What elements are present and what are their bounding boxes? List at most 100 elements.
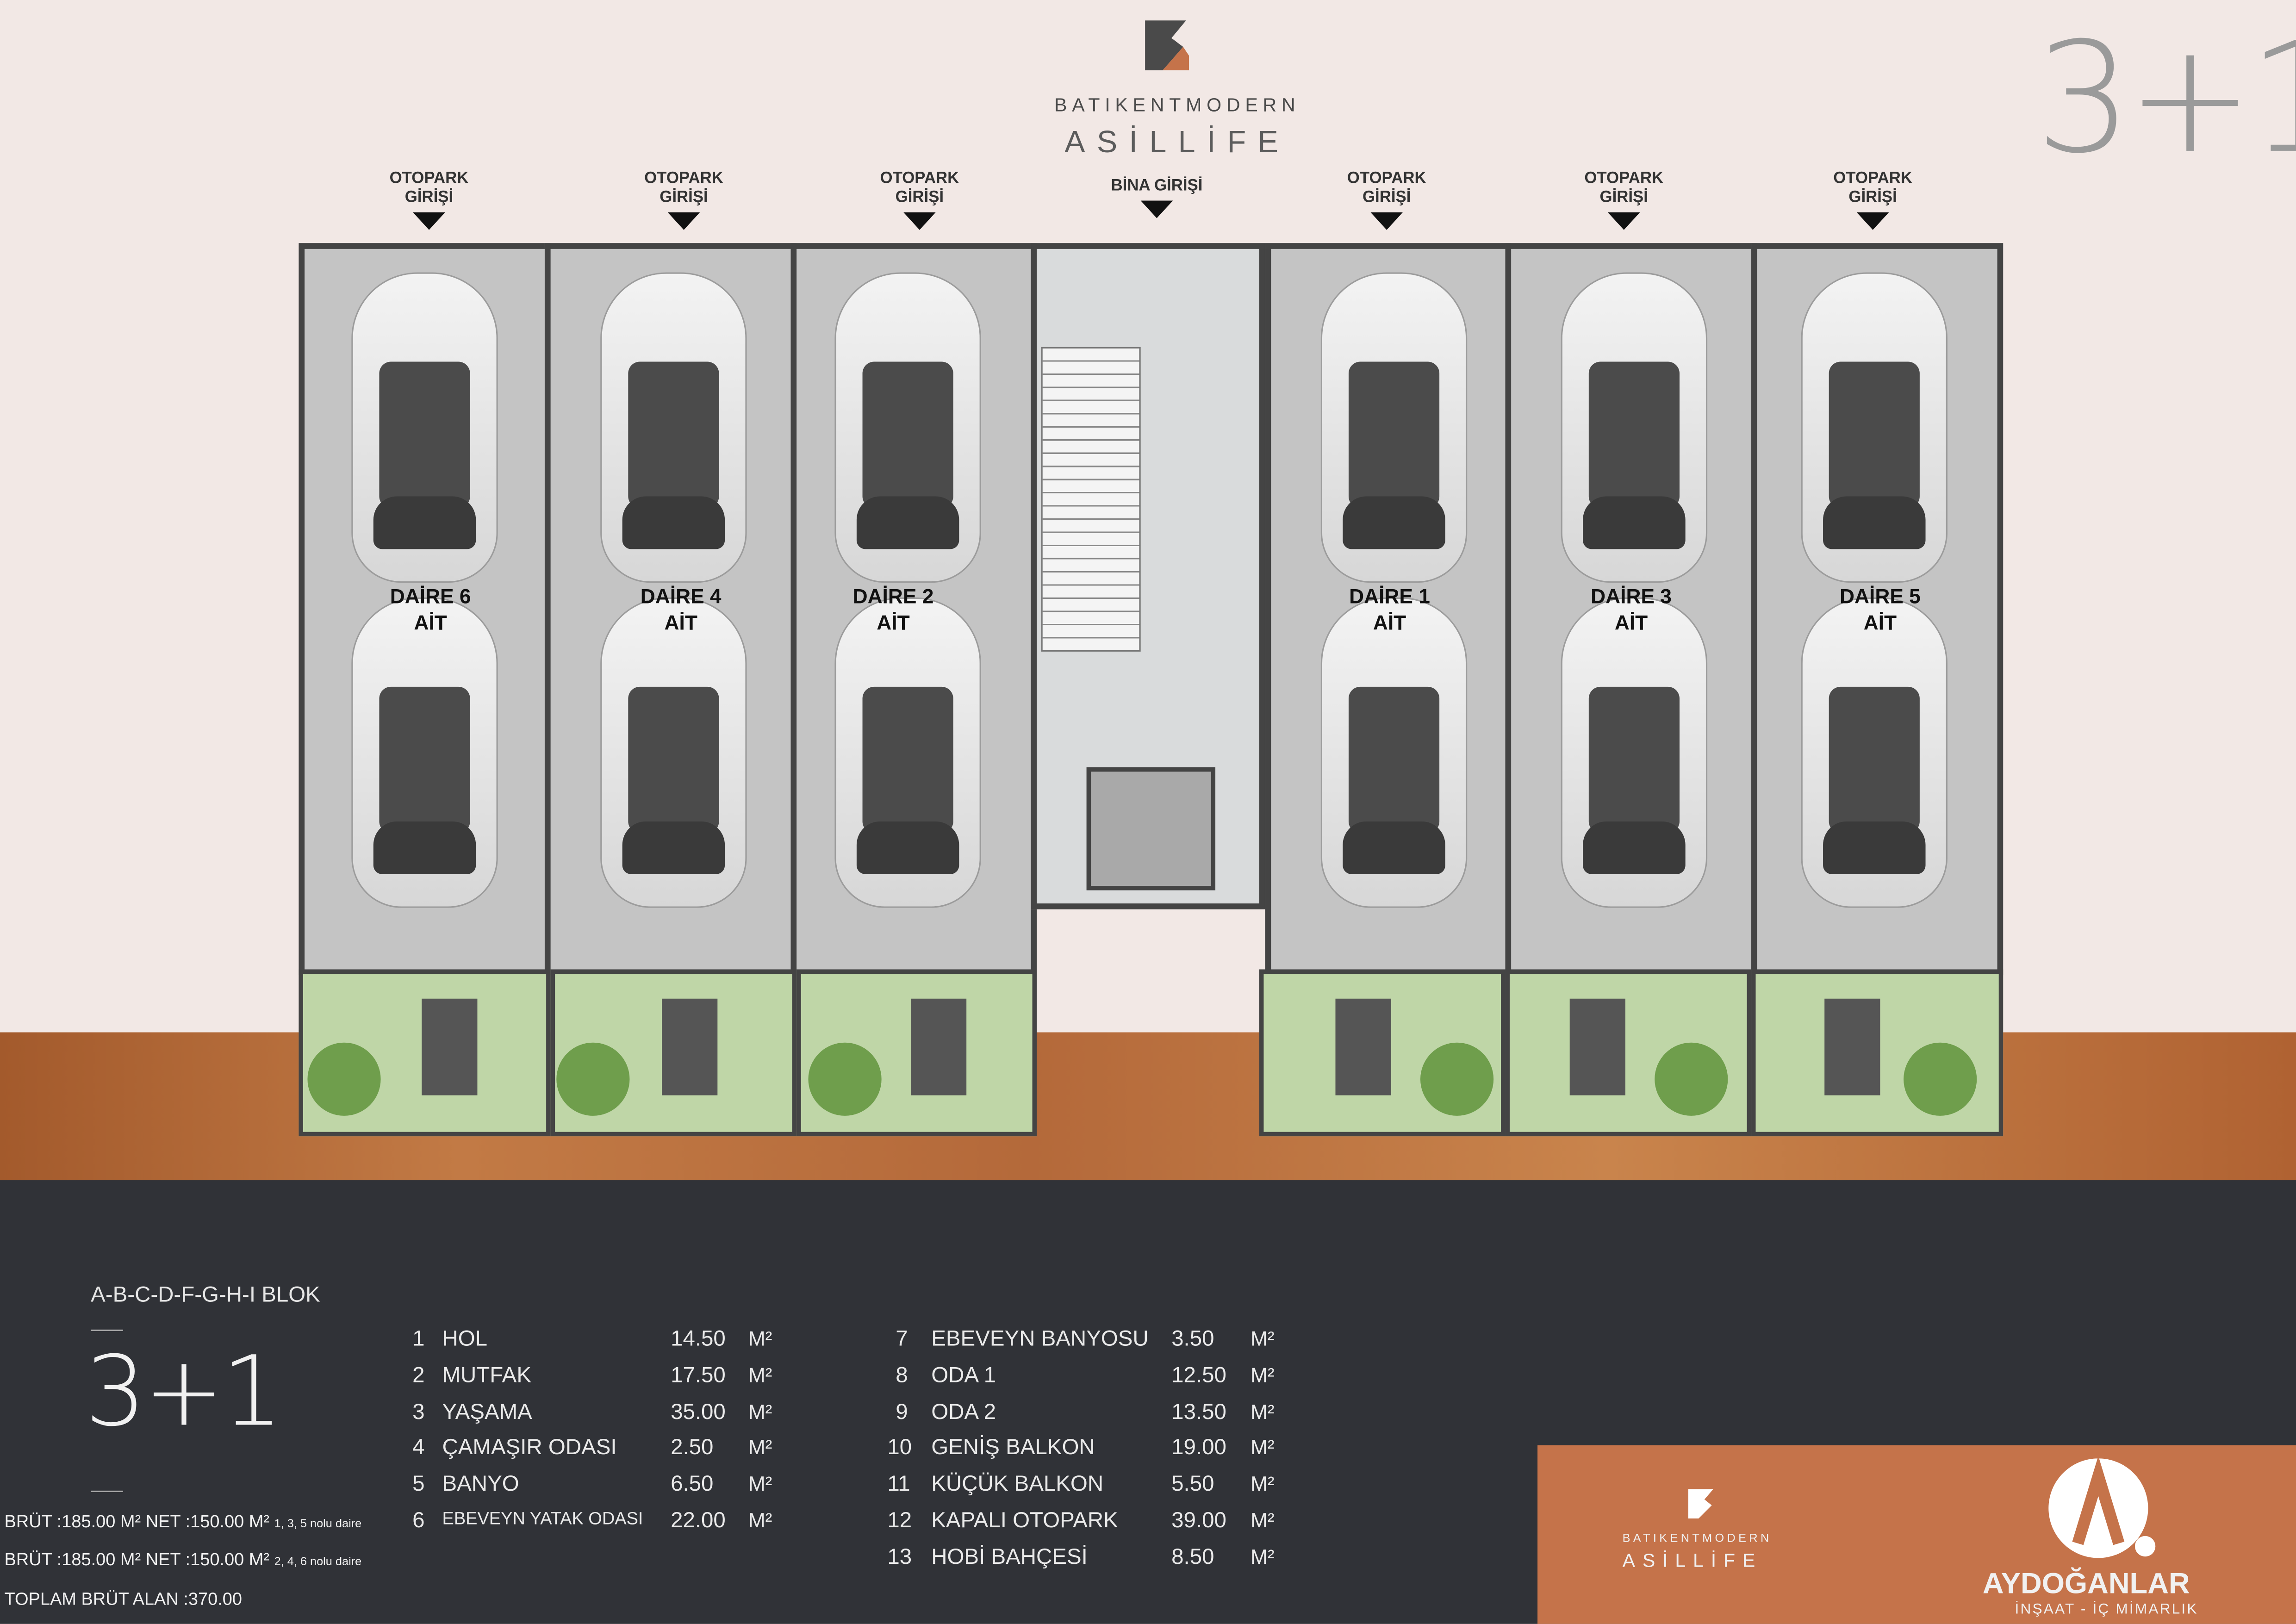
car: [600, 272, 747, 583]
garden-table: [422, 998, 478, 1095]
down-arrow-icon: [413, 212, 445, 230]
down-arrow-icon: [903, 212, 936, 230]
car: [1801, 597, 1948, 908]
daire-name: DAİRE 4: [640, 584, 722, 608]
room-area: 17.50: [671, 1363, 726, 1388]
car-windshield: [856, 821, 959, 874]
tree-icon: [808, 1042, 882, 1116]
car-windshield: [1343, 821, 1445, 874]
room-name: ÇAMAŞIR ODASI: [442, 1435, 617, 1461]
room-name: KAPALI OTOPARK: [931, 1508, 1118, 1533]
entry-label: OTOPARK GİRİŞİ: [1584, 170, 1664, 207]
room-area: 5.50: [1171, 1472, 1214, 1497]
parking-entry-4: OTOPARK GİRİŞİ: [1313, 170, 1460, 230]
room-unit: M²: [1250, 1363, 1275, 1387]
entry-label: OTOPARK GİRİŞİ: [389, 170, 469, 207]
brand-panel: [1537, 1445, 2296, 1624]
down-arrow-icon: [1140, 200, 1173, 218]
room-unit: M²: [1250, 1399, 1275, 1423]
room-no: 5: [412, 1472, 425, 1497]
room-area: 19.00: [1171, 1435, 1226, 1461]
footer-unit-type: 3+1: [85, 1335, 283, 1449]
car-roof: [379, 686, 470, 834]
entry-label: OTOPARK GİRİŞİ: [1347, 170, 1426, 207]
car-roof: [1348, 686, 1440, 834]
room-area: 22.00: [671, 1508, 726, 1533]
daire-name: DAİRE 1: [1349, 584, 1430, 608]
block-label: A-B-C-D-F-G-H-I BLOK: [91, 1282, 320, 1308]
room-unit: M²: [748, 1363, 772, 1387]
area-note: 2, 4, 6 nolu daire: [274, 1555, 362, 1568]
down-arrow-icon: [1607, 212, 1640, 230]
car: [351, 272, 498, 583]
room-name: HOBİ BAHÇESİ: [931, 1544, 1088, 1570]
room-no: 6: [412, 1508, 425, 1533]
room-area: 39.00: [1171, 1508, 1226, 1533]
daire-ait: AİT: [877, 610, 910, 634]
garden-table: [1335, 998, 1391, 1095]
room-no: 10: [887, 1435, 912, 1461]
car-roof: [379, 361, 470, 508]
car: [1320, 597, 1468, 908]
total-area: TOPLAM BRÜT ALAN :370.00: [4, 1588, 243, 1610]
footer-brand-top: BATIKENTMODERN: [1622, 1531, 1772, 1545]
car-roof: [862, 361, 953, 508]
room-name: ODA 2: [931, 1399, 996, 1425]
daire-ait: AİT: [1373, 610, 1406, 634]
car-windshield: [1343, 496, 1445, 549]
car: [834, 272, 981, 583]
car-roof: [628, 361, 719, 508]
room-no: 4: [412, 1435, 425, 1461]
car: [1561, 272, 1708, 583]
car-windshield: [373, 496, 476, 549]
company-subtitle: İNŞAAT - İÇ MİMARLIK: [2015, 1602, 2198, 1618]
entry-label: OTOPARK GİRİŞİ: [880, 170, 959, 207]
room-name: GENİŞ BALKON: [931, 1435, 1095, 1461]
car-roof: [1588, 361, 1680, 508]
footer-brand-bottom: ASİLLİFE: [1622, 1549, 1763, 1571]
room-unit: M²: [748, 1472, 772, 1495]
down-arrow-icon: [667, 212, 700, 230]
car-windshield: [622, 821, 725, 874]
car-windshield: [1823, 496, 1926, 549]
room-unit: M²: [1250, 1435, 1275, 1459]
down-arrow-icon: [1370, 212, 1403, 230]
room-unit: M²: [1250, 1326, 1275, 1350]
area-summary-2: BRÜT :185.00 M² NET :150.00 M² 2, 4, 6 n…: [4, 1549, 361, 1569]
car: [351, 597, 498, 908]
car-roof: [1588, 686, 1680, 834]
parking-entry-5: OTOPARK GİRİŞİ: [1551, 170, 1697, 230]
room-unit: M²: [1250, 1544, 1275, 1568]
garden-table: [1824, 998, 1880, 1095]
parking-entry-2: OTOPARK GİRİŞİ: [610, 170, 757, 230]
room-no: 9: [896, 1399, 908, 1425]
brand-bottom: ASİLLİFE: [1064, 126, 1290, 160]
staircase: [1041, 347, 1141, 652]
car-windshield: [1823, 821, 1926, 874]
room-no: 7: [896, 1326, 908, 1352]
daire-name: DAİRE 5: [1840, 584, 1921, 608]
entry-label: OTOPARK GİRİŞİ: [644, 170, 723, 207]
car-windshield: [1583, 496, 1686, 549]
room-name: ODA 1: [931, 1363, 996, 1388]
company-logo-icon: [2043, 1456, 2163, 1564]
area-note: 1, 3, 5 nolu daire: [274, 1517, 362, 1531]
footer-divider: [91, 1490, 123, 1493]
entry-label: OTOPARK GİRİŞİ: [1833, 170, 1913, 207]
car: [1320, 272, 1468, 583]
horse-logo-icon: [1687, 1488, 1716, 1520]
area-value: BRÜT :185.00 M² NET :150.00 M²: [4, 1511, 270, 1532]
room-name: EBEVEYN BANYOSU: [931, 1326, 1149, 1352]
daire-ait: AİT: [664, 610, 697, 634]
tree-icon: [307, 1042, 381, 1116]
room-area: 35.00: [671, 1399, 726, 1425]
room-name: YAŞAMA: [442, 1399, 532, 1425]
tree-icon: [1655, 1042, 1728, 1116]
